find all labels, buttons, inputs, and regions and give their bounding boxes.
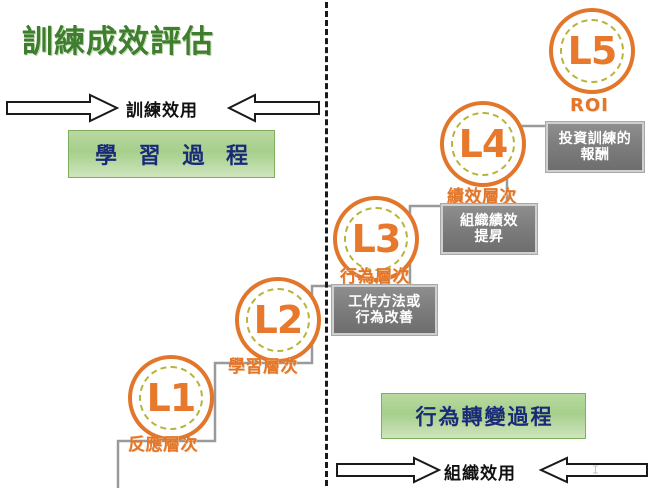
- learning-process-box: 學 習 過 程: [68, 130, 275, 178]
- level-badge-label: L3: [351, 217, 402, 261]
- arrow-right-org-effect: [336, 456, 442, 484]
- level-badge-label: L5: [567, 29, 618, 73]
- vertical-dashed-divider: [325, 2, 328, 486]
- page-title: 訓練成效評估: [22, 24, 214, 60]
- detail-box-L4-line1: 組織績效: [460, 212, 518, 229]
- behavior-change-process-box: 行為轉變過程: [381, 393, 586, 439]
- step-label-L2: 學習層次: [228, 357, 298, 377]
- level-badge-L4[interactable]: L4: [440, 101, 526, 187]
- level-badge-L1[interactable]: L1: [128, 355, 214, 441]
- arrow-left-training-effect: [226, 93, 320, 123]
- arrow-right-training-effect: [6, 93, 120, 123]
- dashed-ring-icon: [246, 288, 310, 352]
- level-badge-label: L2: [253, 298, 304, 342]
- dashed-ring-icon: [139, 366, 203, 430]
- left-flow-label: 訓練效用: [126, 101, 198, 121]
- step-label-L4: 績效層次: [447, 187, 517, 207]
- level-badge-label: L1: [146, 376, 197, 420]
- level-badge-L3[interactable]: L3: [333, 196, 419, 282]
- detail-box-L5: 投資訓練的 報酬: [546, 122, 644, 172]
- level-badge-L5[interactable]: L5: [549, 8, 635, 94]
- detail-box-L3-line1: 工作方法或: [348, 293, 421, 310]
- level-badge-L2[interactable]: L2: [235, 277, 321, 363]
- detail-box-L5-line1: 投資訓練的: [558, 130, 632, 147]
- dashed-ring-icon: [560, 19, 624, 83]
- step-label-L1: 反應層次: [128, 435, 198, 455]
- step-label-L5: ROI: [570, 95, 609, 116]
- detail-box-L5-line2: 報酬: [580, 147, 610, 163]
- level-badge-label: L4: [458, 122, 509, 166]
- cursor-artifact: [592, 459, 599, 474]
- dashed-ring-icon: [344, 207, 408, 271]
- step-label-L3: 行為層次: [340, 267, 410, 287]
- arrow-left-org-effect: [538, 456, 648, 484]
- detail-box-L4: 組織績效 提昇: [441, 204, 537, 254]
- detail-box-L3: 工作方法或 行為改善: [332, 285, 437, 335]
- detail-box-L3-line2: 行為改善: [355, 310, 414, 326]
- right-flow-label: 組織效用: [444, 464, 516, 484]
- dashed-ring-icon: [451, 112, 515, 176]
- detail-box-L4-line2: 提昇: [474, 229, 504, 245]
